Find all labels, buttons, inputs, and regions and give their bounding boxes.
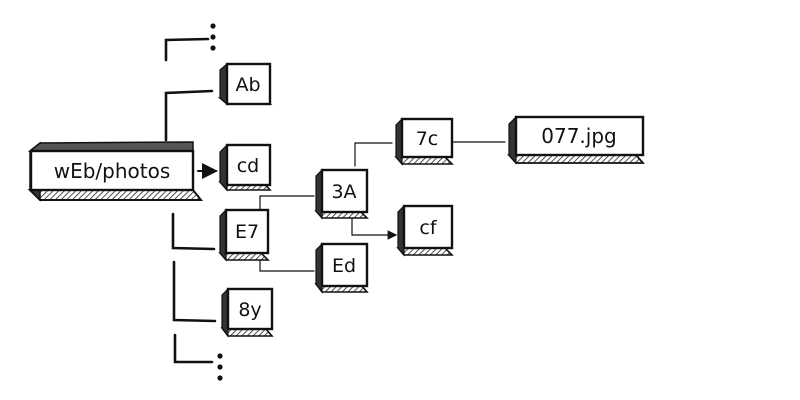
node-cd[interactable]: cd bbox=[218, 143, 272, 192]
node-8y[interactable]: 8y bbox=[220, 287, 274, 338]
node-e7-label: E7 bbox=[235, 221, 259, 243]
node-cd-label: cd bbox=[237, 155, 260, 177]
connector-top-ellipsis bbox=[164, 37, 210, 62]
node-ab-label: Ab bbox=[235, 74, 260, 96]
connectors bbox=[164, 37, 506, 364]
connector-root-bottom-ellipsis bbox=[173, 333, 214, 364]
connector-e7-3a bbox=[259, 195, 315, 212]
node-cf[interactable]: cf bbox=[396, 204, 454, 257]
node-7c[interactable]: 7c bbox=[394, 117, 454, 166]
node-ed[interactable]: Ed bbox=[314, 242, 369, 294]
connector-3a-7c bbox=[354, 142, 393, 167]
ellipsis-bottom bbox=[217, 353, 223, 381]
node-file[interactable]: 077.jpg bbox=[507, 115, 645, 165]
node-file-label: 077.jpg bbox=[541, 124, 616, 148]
ellipsis-top bbox=[210, 23, 216, 51]
node-root-label: wEb/photos bbox=[54, 159, 171, 183]
node-e7[interactable]: E7 bbox=[218, 208, 270, 262]
connector-e7-ed bbox=[259, 257, 315, 272]
node-3a[interactable]: 3A bbox=[314, 168, 369, 220]
node-3a-label: 3A bbox=[331, 181, 356, 203]
connector-3a-cf bbox=[351, 214, 398, 240]
node-7c-label: 7c bbox=[416, 128, 439, 150]
connector-root-top bbox=[164, 89, 214, 142]
node-8y-label: 8y bbox=[238, 299, 261, 321]
node-ab[interactable]: Ab bbox=[217, 62, 273, 106]
node-root[interactable]: wEb/photos bbox=[27, 141, 204, 202]
connector-root-e7 bbox=[171, 212, 216, 251]
node-ed-label: Ed bbox=[332, 255, 356, 277]
node-cf-label: cf bbox=[419, 217, 437, 239]
connector-root-8y bbox=[172, 260, 217, 323]
